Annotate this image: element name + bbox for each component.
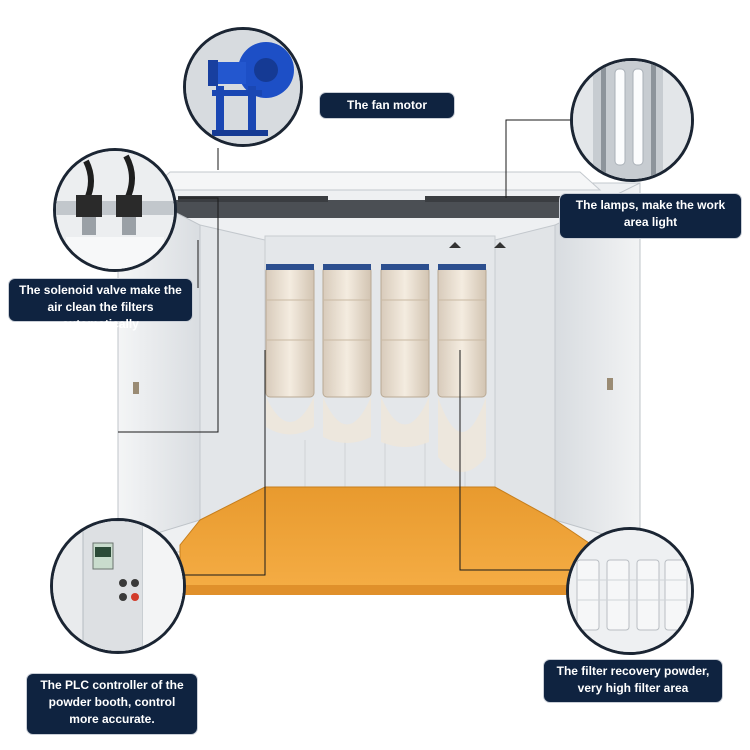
fan-motor-detail-circle — [183, 27, 303, 147]
lamp-icon — [573, 61, 691, 179]
control-panel-icon — [53, 521, 183, 651]
filter-cartridge-icon — [569, 530, 691, 652]
fan-motor-icon — [186, 30, 300, 144]
filter-recovery-label: The filter recovery powder, very high fi… — [543, 659, 723, 703]
solenoid-valve-detail-circle — [53, 148, 177, 272]
fan-motor-label: The fan motor — [319, 92, 455, 119]
plc-controller-label: The PLC controller of the powder booth, … — [26, 673, 198, 735]
solenoid-valve-label: The solenoid valve make the air clean th… — [8, 278, 193, 331]
filter-detail-circle — [566, 527, 694, 655]
lamps-label: The lamps, make the work area light — [559, 193, 742, 239]
leader-lines — [118, 119, 574, 576]
filter-cartridges — [265, 264, 487, 472]
lamps-detail-circle — [570, 58, 694, 182]
booth-body — [117, 171, 641, 553]
plc-controller-detail-circle — [50, 518, 186, 654]
solenoid-valve-icon — [56, 151, 174, 269]
